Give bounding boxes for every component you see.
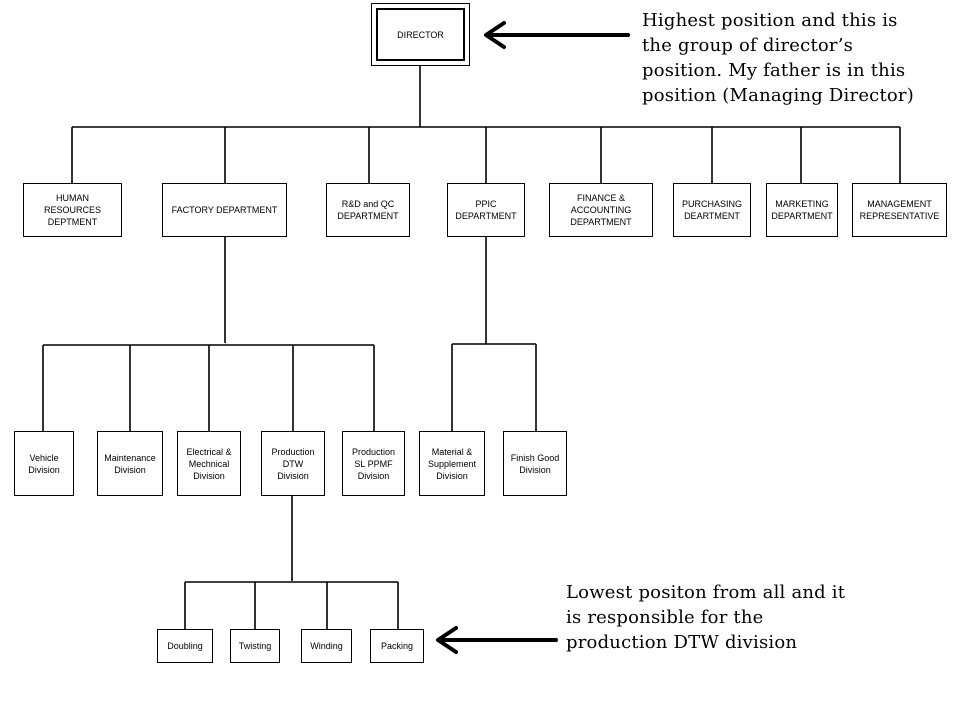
note-line: production DTW division [566, 632, 798, 653]
director-box: DIRECTOR [371, 3, 470, 66]
unit-doubling: Doubling [157, 629, 213, 663]
unit-twisting: Twisting [230, 629, 280, 663]
note-line: is responsible for the [566, 607, 764, 628]
unit-packing: Packing [370, 629, 424, 663]
unit-label: Doubling [167, 641, 203, 651]
note-line: the group of director’s [642, 35, 854, 56]
arrow-left-icon [484, 21, 630, 49]
note-line: Highest position and this is [642, 10, 898, 31]
note-lowest-position: Lowest positon from all and it is respon… [566, 580, 845, 655]
unit-label: Winding [310, 641, 343, 651]
dept-label: FACTORY DEPARTMENT [171, 205, 278, 215]
arrow-left-icon [436, 626, 558, 654]
note-line: position. My father is in this [642, 60, 906, 81]
unit-winding: Winding [301, 629, 352, 663]
note-highest-position: Highest position and this is the group o… [642, 8, 914, 108]
note-line: position (Managing Director) [642, 85, 914, 106]
note-line: Lowest positon from all and it [566, 582, 846, 603]
dept-factory: FACTORY DEPARTMENT [162, 183, 287, 237]
unit-label: Twisting [238, 641, 272, 651]
unit-label: Packing [380, 641, 414, 651]
director-label: DIRECTOR [397, 29, 444, 40]
